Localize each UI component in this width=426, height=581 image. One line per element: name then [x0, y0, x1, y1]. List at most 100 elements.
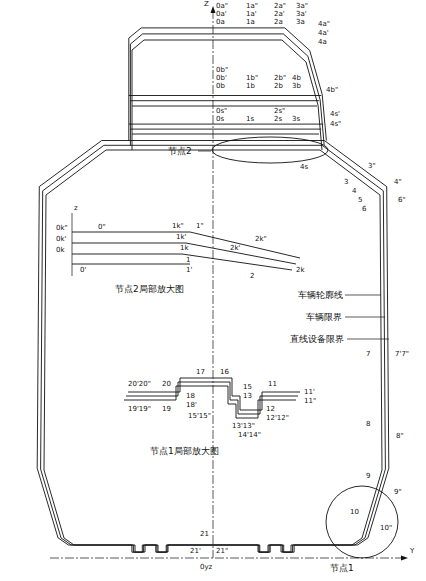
- point-label: 1s: [246, 115, 254, 123]
- point-label: 4a': [318, 29, 329, 37]
- point-label: 1b": [246, 74, 258, 82]
- point-label: 19: [162, 405, 171, 413]
- roof-outline: [129, 28, 327, 141]
- point-label: 4s: [300, 163, 308, 171]
- leader-line: [198, 151, 211, 152]
- point-label: 9": [394, 488, 402, 496]
- roof-outline: [132, 40, 322, 150]
- point-label: 5: [358, 196, 362, 204]
- callout-text: 节点1: [330, 563, 354, 573]
- roof-section-line: [130, 129, 321, 130]
- point-label: 2: [250, 272, 254, 280]
- callout-text: 车辆轮廓线: [298, 290, 343, 300]
- point-label: 0s": [216, 107, 227, 115]
- point-label: 2b": [274, 74, 286, 82]
- node-circle: [326, 486, 398, 558]
- point-label: 3a': [296, 10, 307, 18]
- point-label: z: [74, 204, 78, 212]
- point-label: 2b: [274, 82, 283, 90]
- point-label: 2a: [274, 18, 283, 26]
- point-label: 3": [368, 162, 376, 170]
- point-label: 11': [304, 388, 315, 396]
- point-label: 21': [190, 547, 201, 555]
- base-axis: [50, 558, 404, 559]
- point-label: 4a: [318, 38, 327, 46]
- point-label: 0b": [216, 66, 228, 74]
- point-label: 6: [362, 205, 366, 213]
- point-label: 1": [196, 222, 204, 230]
- point-label: 9: [366, 472, 370, 480]
- point-label: 3a": [296, 2, 308, 10]
- point-label: 3: [344, 178, 348, 186]
- point-label: 4b": [326, 86, 338, 94]
- roof-section-line: [129, 95, 321, 96]
- point-label: 4s": [330, 120, 341, 128]
- point-label: 15'15": [188, 412, 211, 420]
- point-label: 0b': [216, 74, 227, 82]
- point-label: 13'13": [232, 422, 255, 430]
- point-label: 1a": [246, 2, 258, 10]
- detail-axis: [72, 213, 73, 276]
- point-label: 21: [200, 530, 209, 538]
- point-label: 1k': [176, 233, 186, 241]
- point-label: 4b: [292, 74, 301, 82]
- point-label: 14'14": [238, 431, 261, 439]
- point-label: 0k": [56, 224, 68, 232]
- callout-text: 节点2: [168, 146, 192, 156]
- point-label: 2a': [274, 10, 285, 18]
- roof-outline: [130, 34, 324, 145]
- point-label: 2k": [255, 235, 267, 243]
- roof-section-line: [132, 106, 317, 107]
- point-label: 11: [268, 380, 277, 388]
- point-label: 2s": [274, 107, 285, 115]
- point-label: 17: [196, 368, 205, 376]
- axis-arrow: [401, 556, 408, 561]
- callout-text: 节点1局部放大图: [150, 446, 219, 456]
- node-ellipse: [212, 137, 328, 163]
- point-label: 20: [162, 380, 171, 388]
- point-label: 12'12": [266, 414, 289, 422]
- point-label: 12: [266, 405, 275, 413]
- point-label: 13: [243, 392, 252, 400]
- point-label: 0k': [56, 235, 66, 243]
- point-label: 18: [186, 392, 195, 400]
- point-label: 1: [186, 256, 190, 264]
- center-axis: [213, 10, 214, 558]
- detail-line: [72, 254, 292, 270]
- point-label: 10": [380, 524, 392, 532]
- point-label: 0yz: [200, 563, 212, 571]
- point-label: 7'7": [395, 350, 409, 358]
- point-label: 1k: [180, 244, 189, 252]
- detail-line: [72, 243, 296, 264]
- point-label: 1': [186, 266, 192, 274]
- point-label: 0b: [216, 82, 225, 90]
- point-label: 0k: [56, 246, 65, 254]
- point-label: Z: [204, 0, 209, 8]
- point-label: 16: [220, 368, 229, 376]
- point-label: Y: [410, 547, 414, 555]
- point-label: 11": [304, 397, 316, 405]
- point-label: 4a": [318, 20, 330, 28]
- point-label: 8: [366, 420, 370, 428]
- leader-line: [345, 295, 381, 296]
- point-label: 6": [398, 196, 406, 204]
- leader-line: [345, 317, 385, 318]
- point-label: 7: [366, 350, 370, 358]
- point-label: 21": [216, 547, 228, 555]
- point-label: 2k': [230, 244, 240, 252]
- point-label: 20'20": [128, 380, 151, 388]
- callout-text: 车辆限界: [306, 312, 342, 322]
- point-label: 2s: [274, 115, 282, 123]
- point-label: 1b: [246, 82, 255, 90]
- roof-section-line: [130, 100, 319, 101]
- point-label: 0s: [216, 115, 224, 123]
- point-label: 0': [80, 266, 86, 274]
- point-label: 0": [98, 223, 106, 231]
- point-label: 3a: [296, 18, 305, 26]
- point-label: 3s: [292, 115, 300, 123]
- axis-arrow: [211, 6, 216, 13]
- point-label: 0a": [216, 2, 228, 10]
- point-label: 0a': [216, 10, 227, 18]
